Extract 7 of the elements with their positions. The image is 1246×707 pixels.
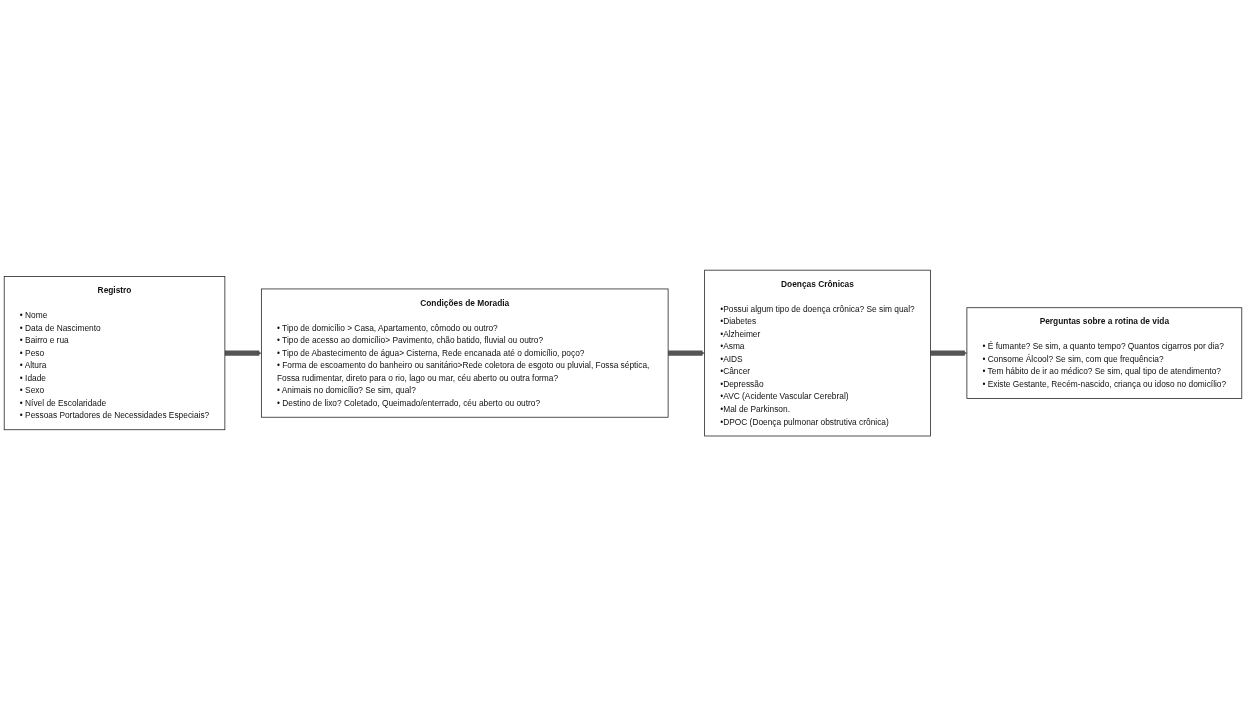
node-box: Doenças Crônicas •Possui algum tipo de doença crônica? Se sim qual? •Diabetes •Alzheimer •Asma •AIDS •Câncer •Depressão •AVC (Acidente Vascular Cerebral) •Mal de Parkinson. •DPOC (Doença pulmonar obstrutiva crônica) bbox=[704, 270, 931, 437]
arrow bbox=[668, 350, 705, 357]
node-box: Registro • Nome • Data de Nascimento • Bairro e rua • Peso • Altura • Idade • Sexo • Nível de Escolaridade • Pessoas Portadores de Necessidades Especiais? bbox=[3, 276, 226, 431]
node-box: Perguntas sobre a rotina de vida • É fumante? Se sim, a quanto tempo? Quantos cigarros por dia? • Consome Álcool? Se sim, com que frequência? • Tem hábito de ir ao médico? Se sim, qual tipo de atendimento? • Existe Gestante, Recém-nascido, criança ou idoso no domicílio? bbox=[966, 307, 1243, 400]
node-box: Condições de Moradia • Tipo de domicílio > Casa, Apartamento, cômodo ou outro? • Tipo de acesso ao domicílio> Pavimento, chão batido, fluvial ou outro? • Tipo de Abastecimento de água> Cisterna, Rede encanada até o domicílio, poço? • Forma de escoamento do banheiro ou sanitário>Rede coletora de esgoto ou pluvial, Fossa séptica, Fossa rudimentar, direto para o rio, lago ou mar, céu aberto ou outra forma? • Animais no domicílio? Se sim, qual? • Destino de lixo? Coletado, Queimado/enterrado, céu aberto ou outro? bbox=[261, 288, 669, 418]
arrow bbox=[224, 350, 262, 357]
arrow bbox=[930, 350, 968, 357]
